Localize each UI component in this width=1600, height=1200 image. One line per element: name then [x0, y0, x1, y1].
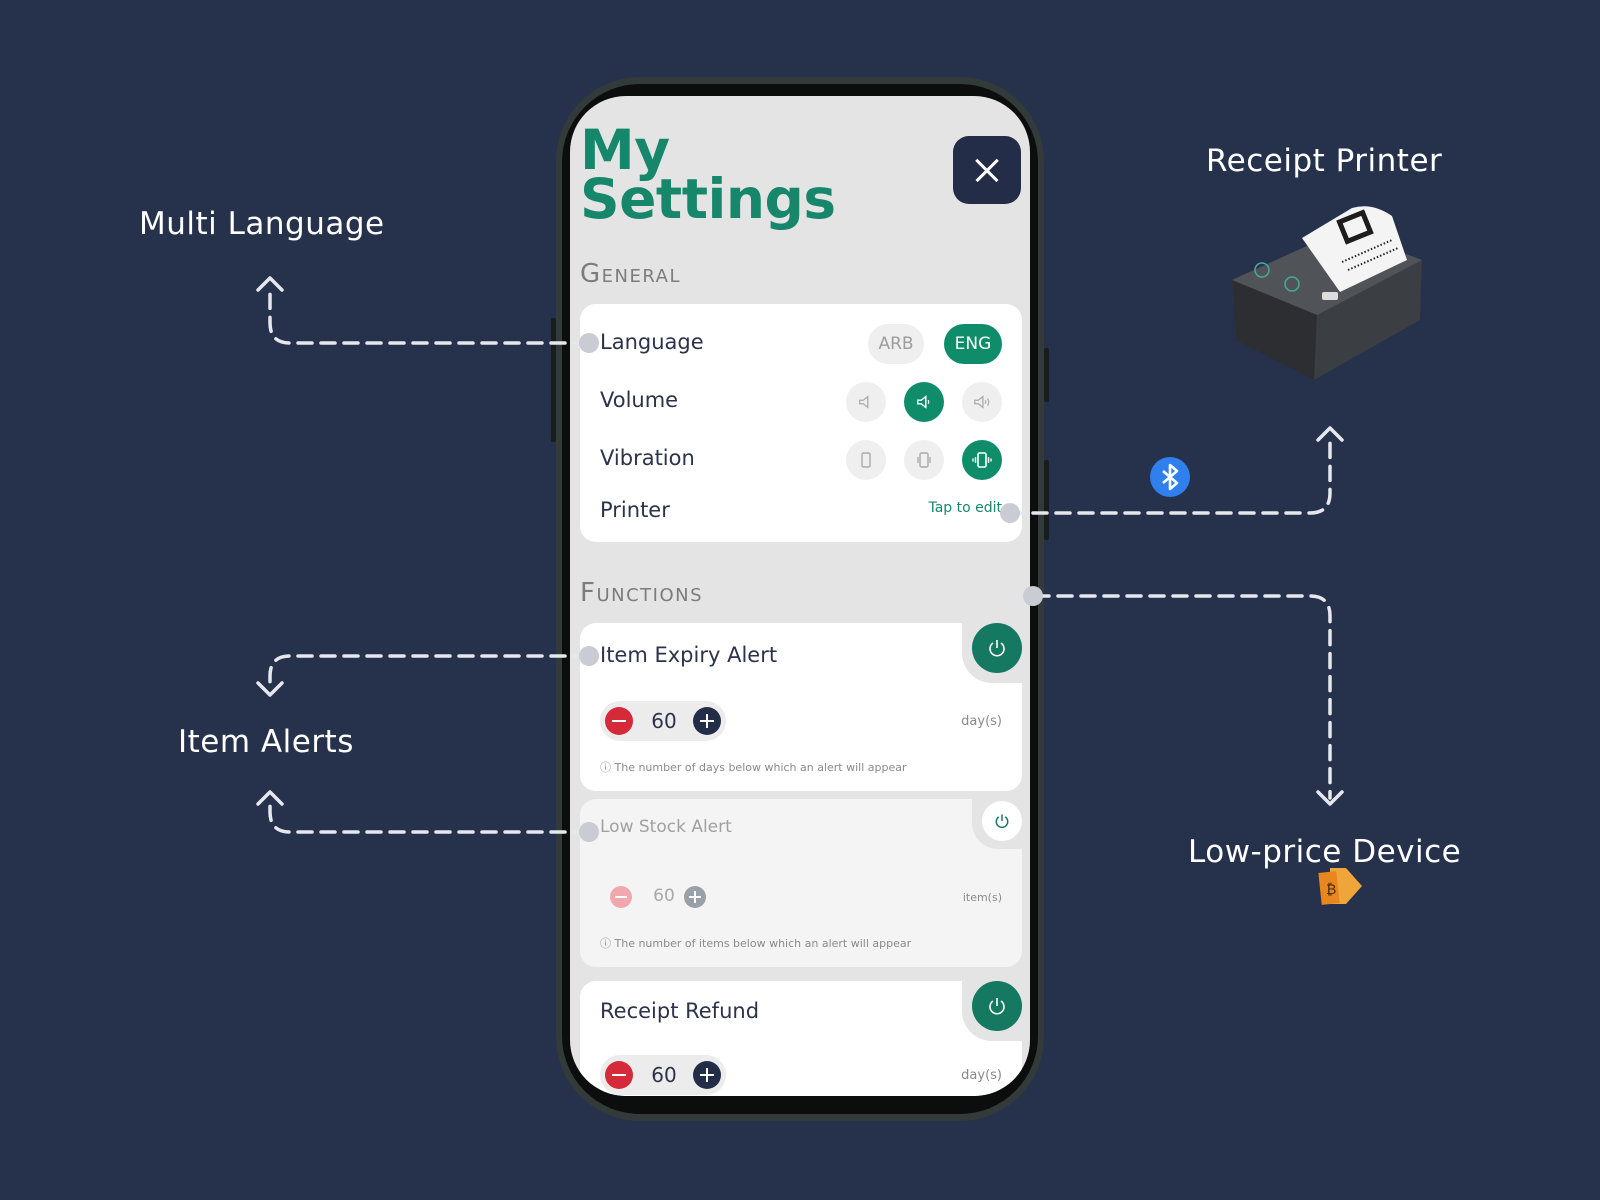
- item-expiry-hint: ⓘ The number of days below which an aler…: [600, 761, 907, 774]
- volume-label: Volume: [600, 388, 679, 412]
- mute-icon: [859, 395, 869, 409]
- increment-button[interactable]: [684, 886, 706, 908]
- volume-mute-button[interactable]: [846, 382, 886, 422]
- printer-edit-link[interactable]: Tap to edit: [928, 500, 1002, 516]
- low-stock-value[interactable]: 60: [653, 886, 675, 906]
- info-icon: ⓘ: [600, 937, 615, 950]
- power-icon: [989, 998, 1005, 1015]
- item-expiry-alert-card: Item Expiry Alert 60 day(s) ⓘ The number…: [580, 621, 1024, 791]
- receipt-printer-label: Receipt Printer: [1206, 143, 1443, 179]
- low-stock-label: Low Stock Alert: [600, 817, 732, 837]
- phone-side-button: [1044, 460, 1049, 540]
- info-icon: ⓘ: [600, 761, 615, 774]
- decrement-button[interactable]: [605, 707, 633, 735]
- item-expiry-value[interactable]: 60: [651, 709, 677, 733]
- vibration-label: Vibration: [600, 446, 695, 470]
- decrement-button[interactable]: [605, 1061, 633, 1089]
- receipt-refund-label: Receipt Refund: [600, 999, 760, 1023]
- increment-button[interactable]: [693, 1061, 721, 1089]
- receipt-refund-unit: day(s): [961, 1068, 1002, 1083]
- low-stock-stepper: 60: [600, 877, 726, 917]
- item-expiry-unit: day(s): [961, 714, 1002, 729]
- item-expiry-stepper: 60: [600, 701, 726, 741]
- arrow-up-icon: [1316, 426, 1344, 442]
- increment-button[interactable]: [693, 707, 721, 735]
- low-price-device-label: Low-price Device: [1188, 834, 1462, 870]
- section-heading-general: General: [580, 259, 681, 289]
- receipt-refund-value[interactable]: 60: [651, 1063, 677, 1087]
- vibrate-high-icon: [972, 452, 992, 468]
- printer-label: Printer: [600, 498, 670, 522]
- language-eng-button[interactable]: ENG: [944, 324, 1002, 364]
- vibration-low-button[interactable]: [904, 440, 944, 480]
- power-icon: [989, 640, 1005, 657]
- volume-low-icon: [916, 395, 930, 409]
- arrow-up-icon: [256, 790, 284, 806]
- receipt-refund-toggle[interactable]: [972, 981, 1022, 1031]
- settings-screen: My Settings General Language ARB ENG Vol…: [570, 96, 1030, 1096]
- volume-low-button[interactable]: [904, 382, 944, 422]
- close-button[interactable]: [953, 136, 1021, 204]
- language-arb-button[interactable]: ARB: [868, 324, 924, 364]
- volume-high-button[interactable]: [962, 382, 1002, 422]
- vibration-off-button[interactable]: [846, 440, 886, 480]
- receipt-printer-image: [1232, 206, 1422, 380]
- low-stock-alert-card: Low Stock Alert 60 item(s) ⓘ The number …: [580, 797, 1024, 967]
- receipt-refund-card: Receipt Refund 60 day(s): [580, 979, 1024, 1096]
- connector-item-expiry: [268, 654, 590, 692]
- volume-high-icon: [974, 395, 990, 409]
- item-alerts-label: Item Alerts: [178, 724, 354, 760]
- phone-side-button: [551, 318, 556, 442]
- low-stock-unit: item(s): [962, 891, 1002, 904]
- arrow-down-icon: [1316, 790, 1344, 806]
- low-stock-toggle[interactable]: [982, 801, 1022, 841]
- svg-text:₿: ₿: [1326, 882, 1336, 898]
- section-heading-functions: Functions: [580, 578, 704, 608]
- connector-low-price: [1033, 594, 1332, 800]
- receipt-refund-stepper: 60: [600, 1055, 726, 1095]
- price-tag-icon: ₿: [1318, 868, 1362, 905]
- phone-icon: [861, 452, 871, 468]
- low-stock-hint: ⓘ The number of items below which an ale…: [600, 937, 912, 950]
- connector-multi-language: [268, 284, 590, 345]
- decrement-button[interactable]: [610, 886, 632, 908]
- phone-side-button: [1044, 348, 1049, 402]
- arrow-up-icon: [256, 276, 284, 292]
- bluetooth-icon: [1150, 457, 1190, 497]
- connector-low-stock: [268, 798, 590, 834]
- vibration-high-button[interactable]: [962, 440, 1002, 480]
- language-label: Language: [600, 330, 704, 354]
- vibrate-low-icon: [917, 452, 931, 468]
- multi-language-label: Multi Language: [139, 206, 385, 242]
- general-card: Language ARB ENG Volume Vibration Printe…: [580, 304, 1022, 542]
- arrow-down-icon: [256, 681, 284, 697]
- page-title: My Settings: [580, 118, 836, 231]
- power-icon: [995, 814, 1009, 828]
- item-expiry-toggle[interactable]: [972, 623, 1022, 673]
- item-expiry-label: Item Expiry Alert: [600, 643, 778, 667]
